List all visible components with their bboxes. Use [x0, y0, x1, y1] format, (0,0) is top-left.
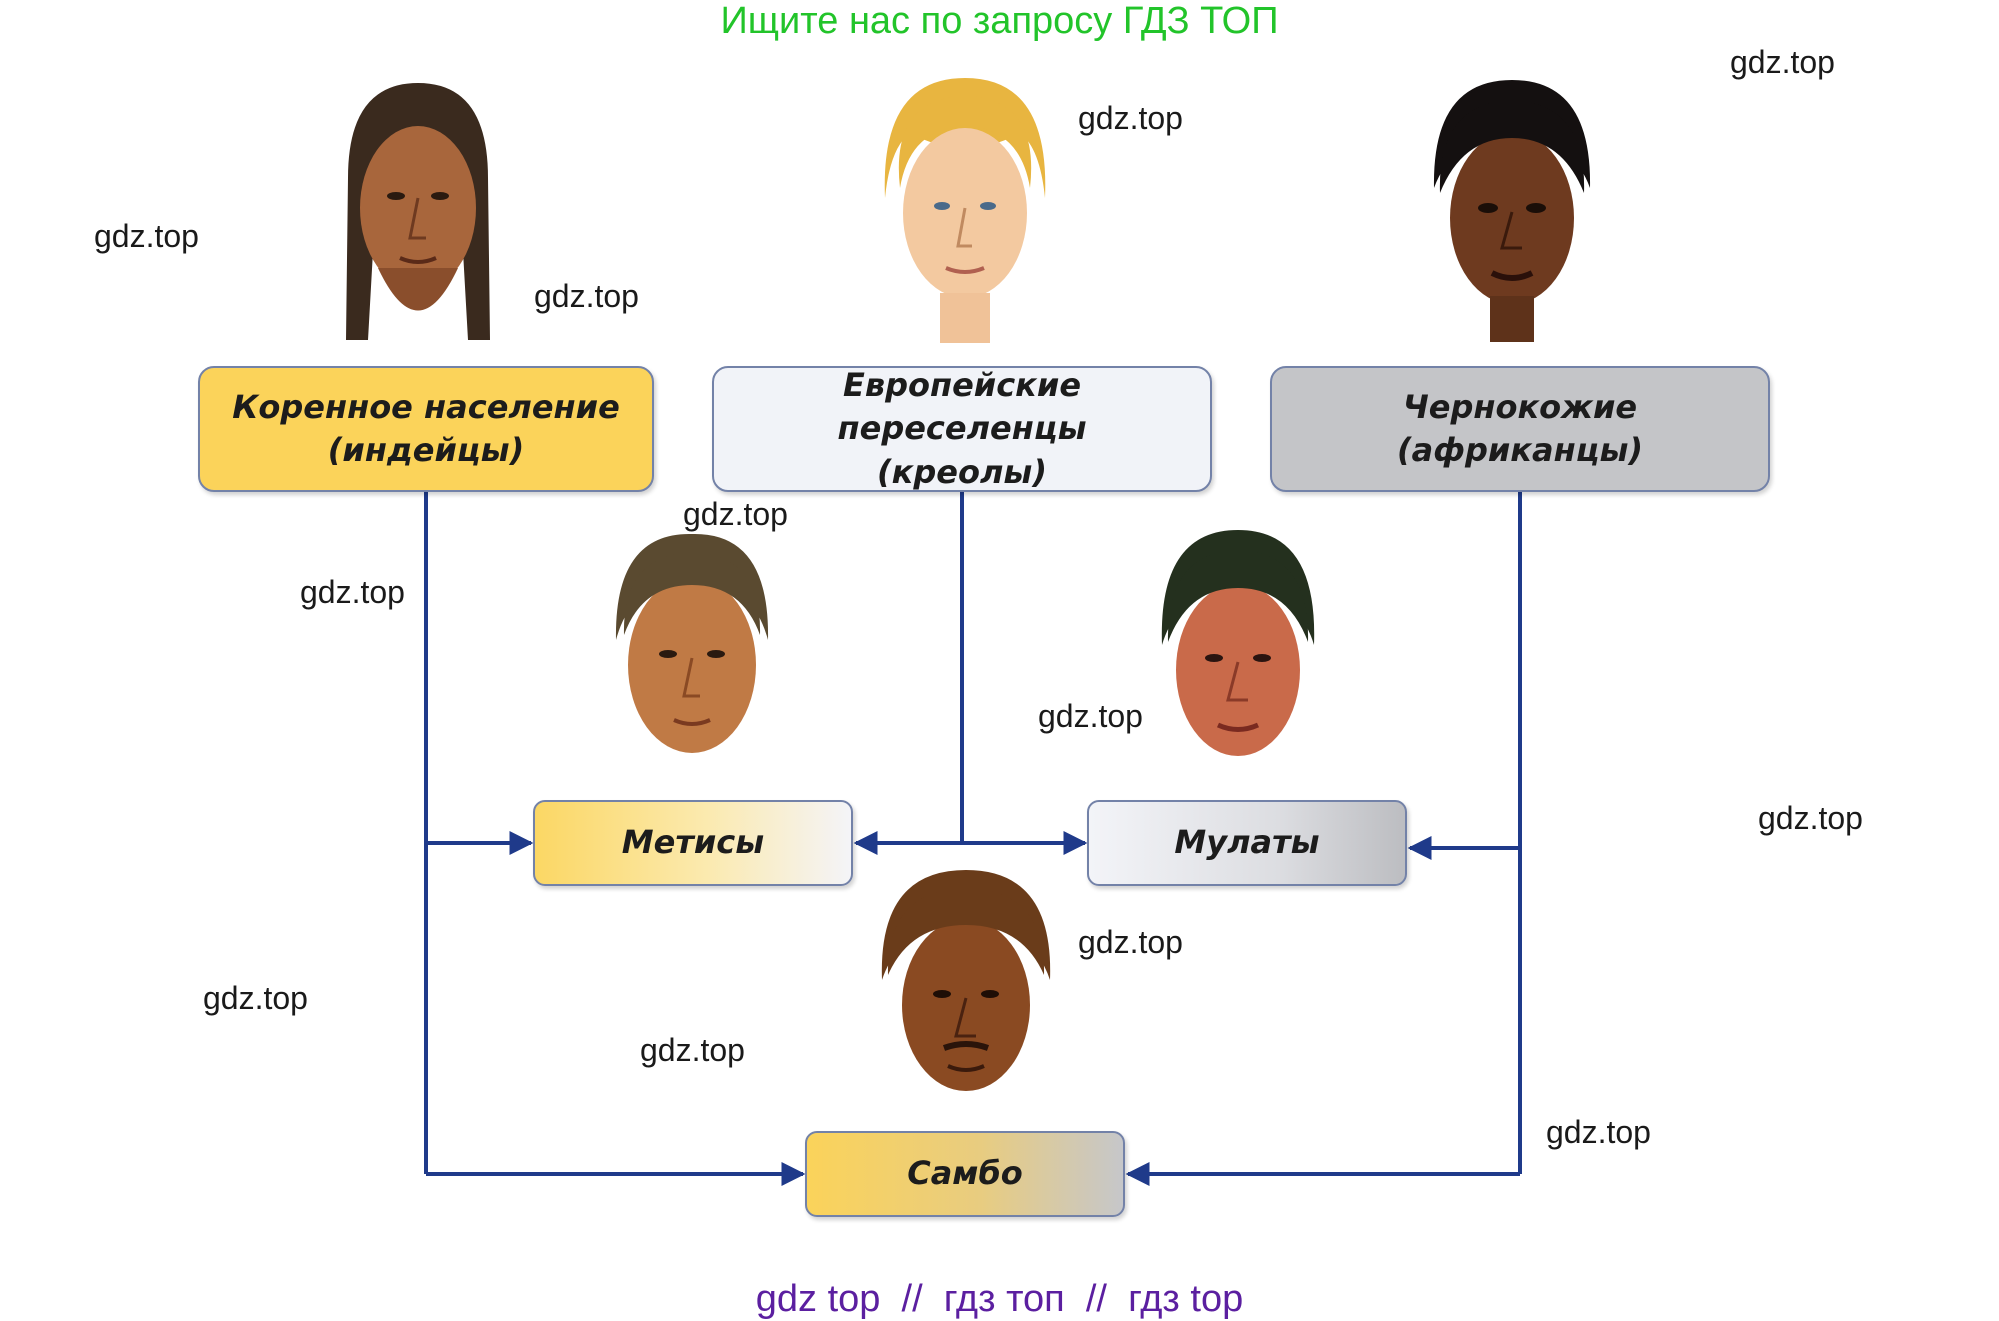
watermark: gdz.top [203, 980, 308, 1016]
european-label-line1: Европейские переселенцы [837, 366, 1087, 448]
face-hair [615, 533, 769, 640]
indigenous-label-line1: Коренное население [232, 387, 620, 426]
african-box: Чернокожие (африканцы) [1270, 366, 1770, 492]
mestizo-portrait [615, 533, 769, 753]
mulatto-box: Мулаты [1087, 800, 1407, 886]
indigenous-label-line2: (индейцы) [327, 431, 525, 469]
african-label-line1: Чернокожие [1402, 387, 1638, 426]
watermark: gdz.top [534, 278, 639, 314]
mulatto-portrait [1161, 530, 1315, 756]
watermark: gdz.top [1546, 1114, 1651, 1150]
zambo-portrait [881, 870, 1051, 1091]
watermark: gdz.top [1078, 100, 1183, 136]
european-box: Европейские переселенцы (креолы) [712, 366, 1212, 492]
footer-banner: gdz top // гдз топ // гдз top [755, 1278, 1244, 1320]
african-portrait [1433, 80, 1591, 342]
header-banner: Ищите нас по запросу ГДЗ ТОП [720, 0, 1279, 42]
zambo-box: Самбо [805, 1131, 1125, 1217]
watermark: gdz.top [1758, 800, 1863, 836]
watermark: gdz.top [300, 574, 405, 610]
african-label-line2: (африканцы) [1397, 431, 1643, 469]
mestizo-box: Метисы [533, 800, 853, 886]
face-head [902, 919, 1030, 1091]
watermark: gdz.top [1038, 698, 1143, 734]
face-head [1450, 132, 1574, 304]
european-portrait [884, 78, 1046, 343]
face-head [360, 126, 476, 290]
face-head [1176, 584, 1300, 756]
watermark: gdz.top [1078, 924, 1183, 960]
watermark: gdz.top [1730, 44, 1835, 80]
zambo-label: Самбо [907, 1154, 1023, 1193]
mestizo-label: Метисы [621, 823, 765, 862]
watermark: gdz.top [640, 1032, 745, 1068]
watermark: gdz.top [94, 218, 199, 254]
european-label-line2: (креолы) [877, 452, 1047, 491]
indigenous-portrait [346, 83, 490, 340]
indigenous-box: Коренное население (индейцы) [198, 366, 654, 492]
mulatto-label: Мулаты [1174, 823, 1320, 862]
watermark: gdz.top [683, 496, 788, 532]
